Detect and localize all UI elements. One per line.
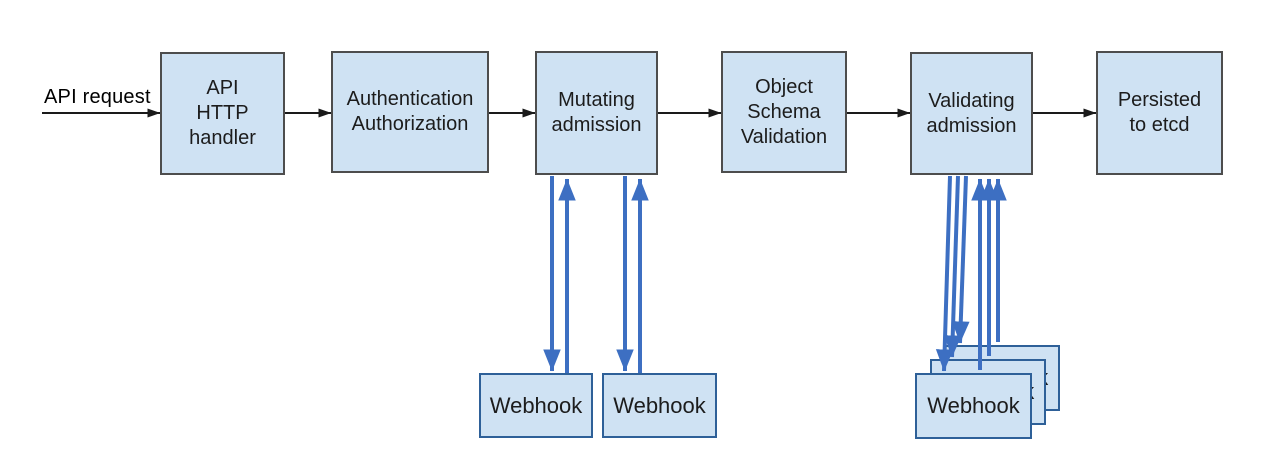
node-validating-admission: Validating admission [910, 52, 1033, 175]
node-authentication-authorization: Authentication Authorization [331, 51, 489, 173]
node-label: Validating admission [926, 89, 1017, 137]
node-persisted-to-etcd: Persisted to etcd [1096, 51, 1223, 175]
node-mutating-admission: Mutating admission [535, 51, 658, 175]
api-request-label: API request [44, 86, 151, 108]
webhook-label: Webhook [613, 392, 706, 418]
validating-webhook-down-arrow-3 [951, 175, 970, 344]
node-label: Mutating admission [551, 89, 642, 136]
node-label: Object Schema Validation [740, 75, 828, 148]
node-label: Authentication Authorization [346, 88, 474, 135]
validating-webhook-down-arrow-1 [935, 175, 954, 372]
node-label: Persisted to etcd [1117, 89, 1202, 136]
node-object-schema-validation: Object Schema Validation [721, 51, 847, 173]
validating-webhook-down-arrow-2 [943, 175, 962, 358]
mutating-webhook-box-1: Webhook [479, 373, 593, 438]
mutating-webhook-box-2: Webhook [602, 373, 717, 438]
webhook-label: Webhook [489, 392, 583, 418]
validating-webhook-box-front: Webhook [915, 373, 1032, 439]
node-api-http-handler: API HTTP handler [160, 52, 285, 175]
webhook-label: Webhook [927, 393, 1020, 418]
node-label: API HTTP handler [189, 77, 256, 149]
